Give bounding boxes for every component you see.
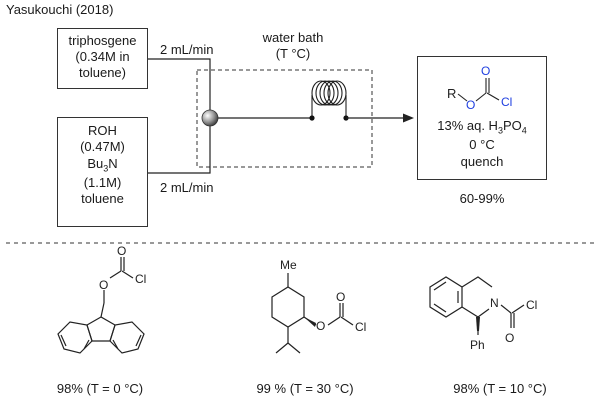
reagent-a-box: triphosgene (0.34M in toluene) [57,28,148,89]
example-3-structure: N O Cl Ph [429,276,537,352]
reagent-b-line2: (0.47M) [80,139,125,155]
feed-line-bottom [147,126,211,174]
ex1-atom-o-top: O [117,245,126,258]
reactor-coil-icon [311,80,347,118]
reagent-a-line1: triphosgene [68,33,137,48]
flow-rate-top: 2 mL/min [160,42,214,57]
t-mixer-icon [201,109,219,127]
quench-line3: quench [460,154,504,170]
feed-line-top [147,58,211,110]
ex3-atom-o-top: O [505,331,514,345]
quench-conditions: 13% aq. H3PO4 0 °C quench [417,118,547,171]
yield-range: 60-99% [459,191,505,206]
atom-o-top: O [481,64,490,78]
reagent-b-line1: ROH [88,123,117,138]
product-structure: R O O Cl [447,64,512,112]
quench-line2: 0 °C [469,137,495,153]
reagent-a-line2: (0.34M in [75,48,130,64]
water-bath-label: water bath (T °C) [262,30,324,62]
ex3-atom-n: N [490,296,499,310]
ex2-atom-o: O [316,319,325,333]
atom-r: R [447,86,456,101]
ex2-atom-o-top: O [336,290,345,304]
reagent-b-line4: (1.1M) [83,174,122,190]
ex1-atom-cl: Cl [135,272,146,286]
ex2-atom-me: Me [280,258,297,272]
reagent-b-line3: Bu3N [87,155,118,174]
example-2-structure: Me O O Cl [271,258,366,354]
quench-line1: 13% aq. H3PO4 [437,118,527,136]
citation: Yasukouchi (2018) [6,2,114,17]
flow-rate-bottom: 2 mL/min [160,180,214,195]
reagent-a-line3: toluene) [79,64,126,80]
product-box [417,56,547,180]
ex2-atom-cl: Cl [355,320,366,334]
example-1-structure: O O Cl [57,245,146,354]
ex3-atom-cl: Cl [526,298,537,312]
example-2-caption: 99 % (T = 30 °C) [256,381,354,396]
reagent-b-line5: toluene [81,191,124,207]
reagent-b-box: ROH (0.47M) Bu3N (1.1M) toluene [57,117,148,227]
water-bath-outline [196,69,373,168]
example-3-caption: 98% (T = 10 °C) [453,381,547,396]
atom-cl: Cl [501,95,512,109]
ex3-atom-ph: Ph [470,338,485,352]
ex1-atom-o: O [99,278,108,292]
example-1-caption: 98% (T = 0 °C) [56,381,144,396]
atom-o: O [466,98,475,112]
